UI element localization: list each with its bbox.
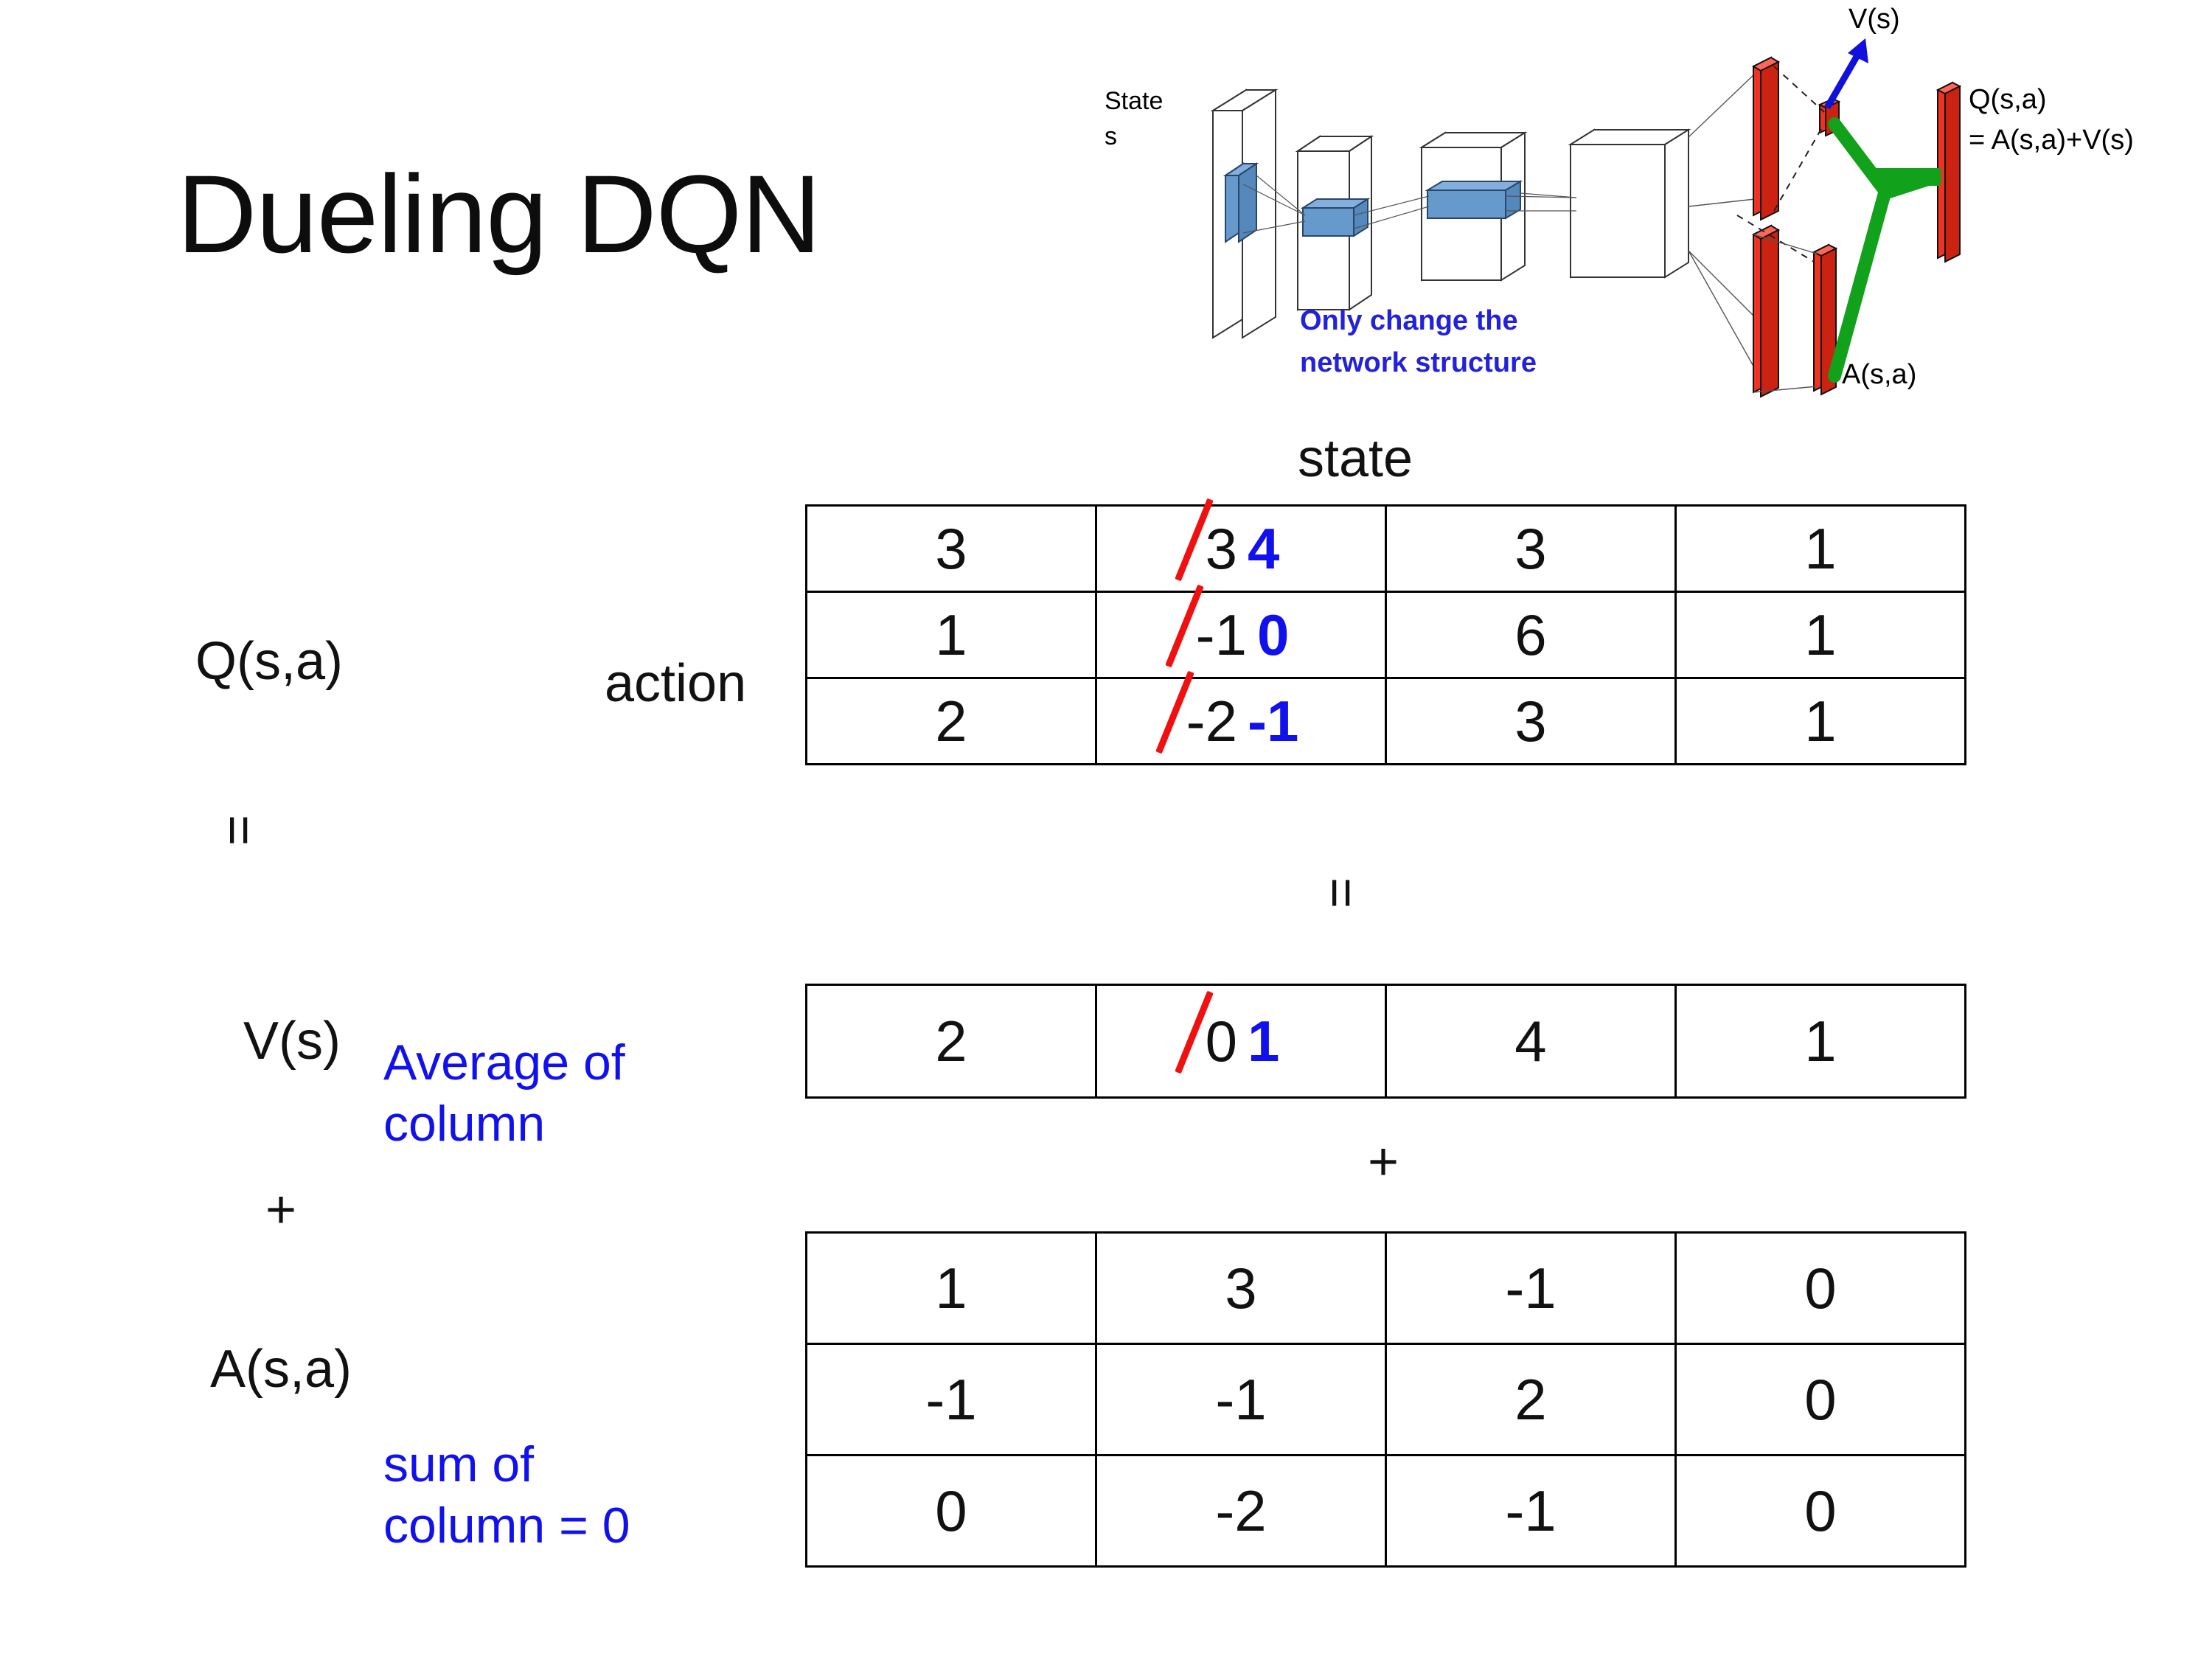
corrected-value: 0 xyxy=(1256,602,1290,667)
a-function-label: A(s,a) xyxy=(210,1340,352,1399)
corrected-value: 4 xyxy=(1248,515,1280,581)
table-cell: 3 xyxy=(1095,1231,1387,1345)
diagram-q-label-line1: Q(s,a) xyxy=(1969,84,2047,115)
average-of-column-note: Average of column xyxy=(383,1032,730,1155)
table-cell: 0 xyxy=(1674,1343,1966,1456)
table-cell: 1 xyxy=(1674,591,1966,679)
struck-out-value: -1 xyxy=(1193,602,1250,669)
table-cell: 1 xyxy=(805,591,1097,679)
table-cell: 2 xyxy=(805,984,1097,1099)
plus-sign-middle: + xyxy=(1368,1133,1399,1192)
plus-sign-left: + xyxy=(265,1180,297,1239)
table-cell: 0 xyxy=(1674,1231,1966,1345)
average-note-line2: column xyxy=(383,1095,546,1152)
table-cell: 3 xyxy=(1385,504,1677,593)
diagram-q-label-line2: = A(s,a)+V(s) xyxy=(1969,125,2134,156)
diagram-value-label: V(s) xyxy=(1848,4,1900,35)
table-cell: 6 xyxy=(1385,591,1677,679)
dueling-network-diagram: State s Only change the network structur… xyxy=(1099,0,2212,413)
diagram-state-label-line1: State xyxy=(1105,87,1163,115)
diagram-note-line1: Only change the xyxy=(1300,305,1518,336)
struck-out-value: -2 xyxy=(1183,688,1240,755)
table-cell: -1 xyxy=(805,1343,1097,1456)
action-axis-label: action xyxy=(605,654,747,713)
table-cell: 1 xyxy=(805,1231,1097,1345)
table-cell: 3 xyxy=(805,504,1097,593)
struck-out-value: 0 xyxy=(1203,1008,1240,1075)
diagram-note-line2: network structure xyxy=(1300,347,1537,378)
table-cell: 1 xyxy=(1674,984,1966,1099)
table-cell: 0 xyxy=(1674,1454,1966,1568)
page-title: Dueling DQN xyxy=(177,152,821,276)
table-cell: 2 xyxy=(805,677,1097,765)
table-cell: 1 xyxy=(1674,677,1966,765)
table-cell: 1 xyxy=(1674,504,1966,593)
table-cell: -2 xyxy=(1095,1454,1387,1568)
table-cell: -1 xyxy=(1095,1343,1387,1456)
table-cell: 4 xyxy=(1385,984,1677,1099)
equals-sign-middle: = xyxy=(1312,877,1371,908)
table-cell: 3 xyxy=(1385,677,1677,765)
corrected-value: 1 xyxy=(1248,1008,1280,1074)
table-cell: -2-1 xyxy=(1095,677,1387,765)
diagram-state-label-line2: s xyxy=(1105,122,1117,150)
v-function-label: V(s) xyxy=(243,1012,341,1071)
equals-sign-left: = xyxy=(209,815,268,845)
sum-note-line1: sum of xyxy=(383,1436,535,1492)
corrected-value: -1 xyxy=(1248,688,1299,754)
diagram-advantage-label: A(s,a) xyxy=(1842,359,1916,390)
struck-out-value: 3 xyxy=(1203,515,1240,582)
corrected-cell: -2-1 xyxy=(1183,688,1299,755)
table-cell: 0 xyxy=(805,1454,1097,1568)
q-function-label: Q(s,a) xyxy=(195,632,344,691)
table-cell: -1 xyxy=(1385,1454,1677,1568)
table-cell: -1 xyxy=(1385,1231,1677,1345)
sum-of-column-note: sum of column = 0 xyxy=(383,1434,737,1557)
average-note-line1: Average of xyxy=(383,1034,625,1091)
sum-note-line2: column = 0 xyxy=(383,1497,630,1554)
table-cell: 2 xyxy=(1385,1343,1677,1456)
state-axis-label: state xyxy=(1298,429,1413,488)
